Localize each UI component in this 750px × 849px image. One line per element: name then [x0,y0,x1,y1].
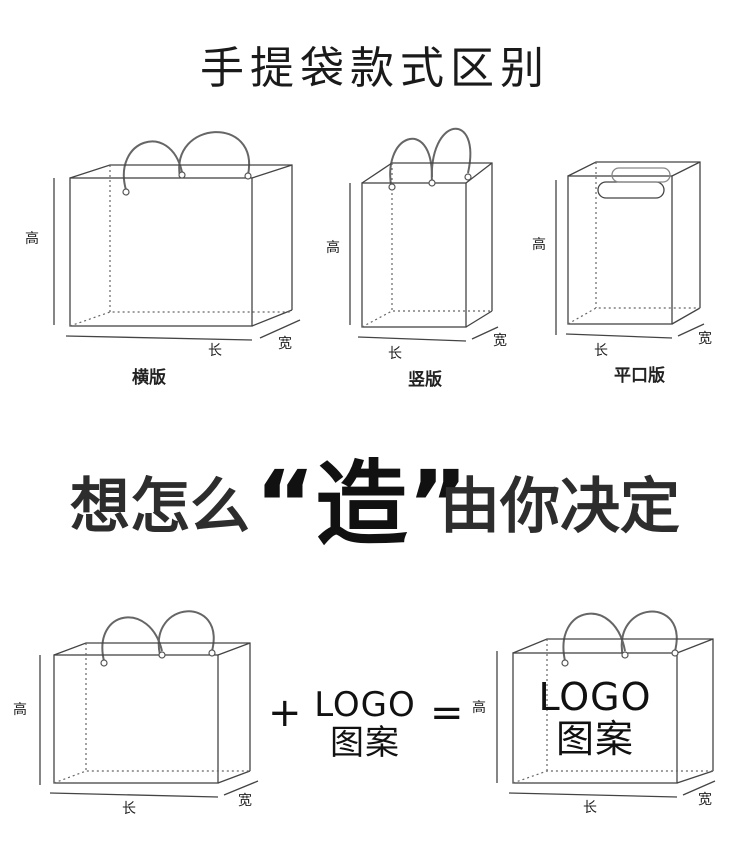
slogan-middle: “造” [255,451,468,558]
horizontal-bag-illustration [53,131,301,341]
plain-bag-illustration [39,610,259,798]
width-label: 宽 [698,331,712,347]
length-label: 长 [583,800,597,816]
slogan-right: 由你决定 [440,472,680,542]
length-label: 长 [122,801,136,817]
branded-bag-illustration [496,610,716,798]
pattern-text: 图案 [555,717,634,761]
flat-opening-bag-illustration [555,161,705,339]
logo-placeholder: LOGO 图案 [305,686,425,762]
width-label: 宽 [278,336,292,352]
width-label: 宽 [493,333,507,349]
height-label: 高 [326,240,340,256]
height-label: 高 [532,237,546,253]
height-label: 高 [13,702,27,718]
logo-text: LOGO [538,675,652,719]
printed-logo: LOGO 图案 [530,676,660,760]
style-caption-vertical: 竖版 [408,370,442,390]
slogan: 想怎么 “造” 由你决定 [0,436,750,558]
pattern-text: 图案 [330,723,400,763]
page-title: 手提袋款式区别 [200,43,550,94]
slogan-left: 想怎么 [70,472,250,542]
length-label: 长 [208,343,222,359]
width-label: 宽 [698,792,712,808]
width-label: 宽 [238,793,252,809]
length-label: 长 [594,343,608,359]
style-caption-horizontal: 横版 [132,368,166,388]
equals-sign: = [430,690,464,736]
length-label: 长 [388,346,402,362]
vertical-bag-illustration [349,127,499,342]
logo-text: LOGO [314,685,416,725]
height-label: 高 [472,700,486,716]
plus-sign: + [268,690,302,736]
height-label: 高 [25,231,39,247]
style-caption-flat-opening: 平口版 [614,366,665,386]
